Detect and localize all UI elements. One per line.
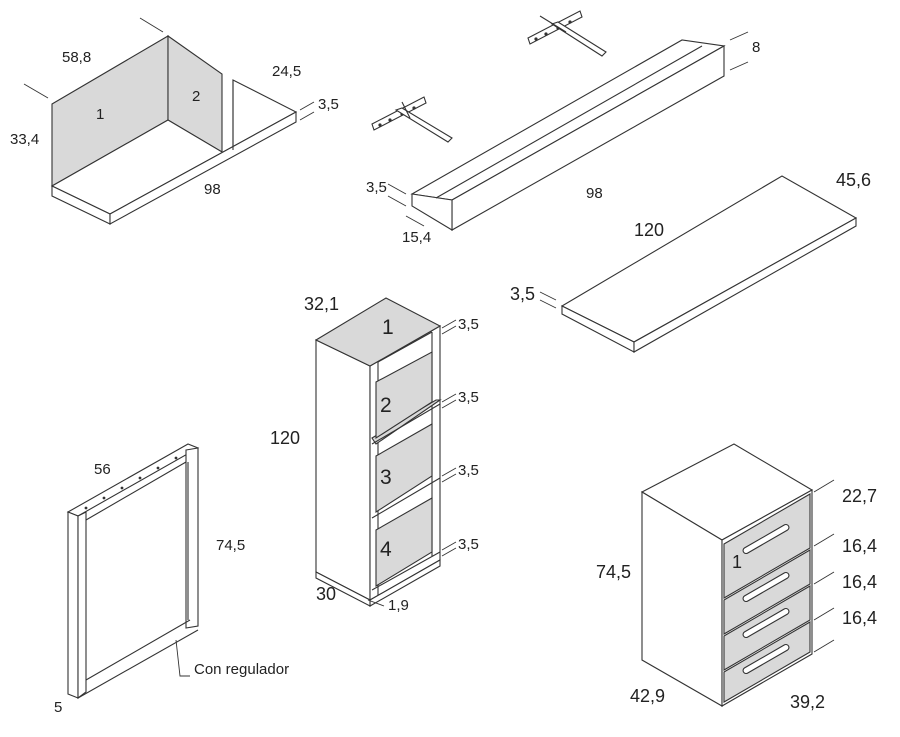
drawer-height-1: 22,7 — [842, 486, 877, 506]
drawer-height-3: 16,4 — [842, 572, 877, 592]
leg-frame-top-rail — [66, 443, 200, 517]
bookcase-compartment-3: 3 — [380, 466, 392, 489]
bookcase-compartment-1: 1 — [382, 316, 394, 339]
desk-top-depth: 45,6 — [836, 170, 871, 190]
desk-top-edge-side — [633, 217, 857, 353]
leg-frame-width: 56 — [94, 461, 111, 478]
wall-shelf-end — [411, 193, 453, 231]
leg-frame-right-leg — [185, 447, 199, 629]
wall-shelf-thickness: 3,5 — [366, 179, 387, 196]
wall-shelf-height: 8 — [752, 39, 760, 56]
shelf-unit-side-length: 58,8 — [62, 49, 91, 66]
desk-top-thickness: 3,5 — [510, 284, 535, 304]
desk-top-drawing: 120 45,6 3,5 — [510, 170, 871, 353]
shelf-unit-base-edge — [109, 111, 297, 225]
bracket-right-icon — [527, 10, 607, 57]
shelf-unit-width: 98 — [204, 181, 221, 198]
drawer-3 — [723, 585, 811, 671]
bracket-left-icon — [371, 96, 453, 143]
drawer-unit-depth: 42,9 — [630, 686, 665, 706]
shelf-unit-thickness: 3,5 — [318, 96, 339, 113]
bookcase-compartment-2: 2 — [380, 394, 392, 417]
shelf-unit-depth: 24,5 — [272, 63, 301, 80]
drawer-4-handle-icon — [742, 643, 790, 675]
bookcase-shelf-4-face — [375, 497, 433, 587]
shelf-unit-drawing: 58,8 33,4 24,5 3,5 98 1 2 — [10, 17, 339, 225]
bookcase-panel-thickness: 1,9 — [388, 597, 409, 614]
shelf-unit-panel-label-2: 2 — [192, 88, 200, 105]
drawer-unit-drawing: 22,7 16,4 16,4 16,4 74,5 42,9 39,2 1 — [596, 443, 877, 712]
bookcase-left-side — [315, 339, 371, 601]
drawer-2-handle-icon — [742, 571, 790, 603]
drawer-unit-width: 39,2 — [790, 692, 825, 712]
bookcase-shelf-thickness-3: 3,5 — [458, 462, 479, 479]
wall-shelf-front-lip — [451, 45, 725, 231]
drawer-3-handle-icon — [742, 607, 790, 639]
wall-shelf-length: 98 — [586, 185, 603, 202]
bookcase-shelf-thickness-1: 3,5 — [458, 316, 479, 333]
leg-frame-height: 74,5 — [216, 537, 245, 554]
leg-frame-profile: 5 — [54, 699, 62, 716]
wall-shelf-drawing: 8 98 3,5 15,4 — [366, 31, 760, 246]
wall-shelf-top — [410, 39, 726, 201]
drawer-1-handle-icon — [742, 523, 790, 555]
bookcase-shelf-thickness-4: 3,5 — [458, 536, 479, 553]
leg-frame-left-leg-side — [77, 511, 87, 700]
bookcase-top-width: 32,1 — [304, 294, 339, 314]
bookcase-top-shelf — [314, 297, 442, 367]
leg-frame-note: Con regulador — [194, 661, 289, 678]
bookcase-compartment-4: 4 — [380, 538, 392, 561]
bookcase-depth: 30 — [316, 584, 336, 604]
bookcase-shelf-thickness-2: 3,5 — [458, 389, 479, 406]
drawer-unit-first-drawer-label: 1 — [732, 552, 742, 572]
wall-shelf-depth: 15,4 — [402, 229, 431, 246]
bookcase-drawing: 32,1 120 30 1,9 3,5 3,5 3,5 3,5 1 2 3 4 — [270, 294, 479, 614]
bookcase-height: 120 — [270, 428, 300, 448]
drawer-2 — [723, 549, 811, 635]
leg-frame-screw-row — [84, 456, 178, 510]
bookcase-shelf-3-face — [375, 423, 433, 514]
leg-frame-left-leg-face — [67, 511, 79, 699]
bookcase-shelf-2-face — [375, 351, 433, 440]
shelf-unit-height: 33,4 — [10, 131, 39, 148]
drawer-height-2: 16,4 — [842, 536, 877, 556]
leg-frame-drawing: 56 74,5 5 Con regulador — [54, 443, 289, 716]
drawer-unit-height: 74,5 — [596, 562, 631, 582]
desk-top-length: 120 — [634, 220, 664, 240]
desk-top-surface — [560, 175, 858, 343]
drawer-height-4: 16,4 — [842, 608, 877, 628]
shelf-unit-panel-label-1: 1 — [96, 106, 104, 123]
drawer-1 — [723, 493, 811, 599]
